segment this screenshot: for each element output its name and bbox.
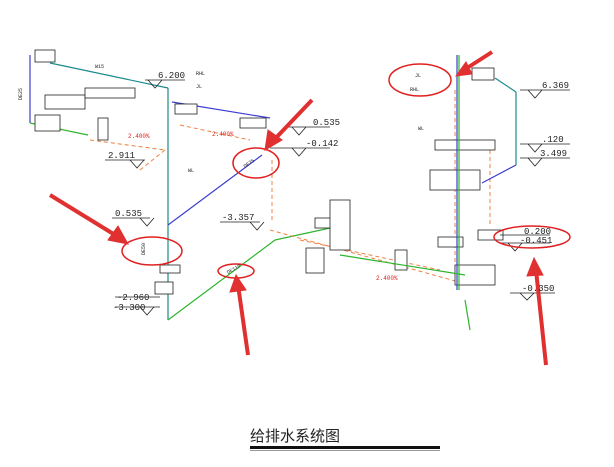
- elevation-label: -3.300: [113, 303, 145, 313]
- elevation-lines: [105, 79, 570, 316]
- elevation-label: -2.960: [117, 293, 149, 303]
- arrow-head-icon: [264, 129, 283, 151]
- elevation-label: -3.357: [222, 213, 254, 223]
- elevation-label: 6.369: [542, 81, 569, 91]
- arrow-icon: [48, 193, 122, 240]
- pipe-label-wl: WL: [188, 168, 194, 174]
- arrow-head-icon: [454, 61, 473, 77]
- elevation-label: 0.535: [115, 209, 142, 219]
- highlight-circle-vertical-labels: [121, 236, 183, 266]
- diameter-label: W15: [95, 64, 104, 70]
- slope-label: 2.400%: [128, 133, 150, 140]
- elevation-label: -0.451: [520, 236, 552, 246]
- title-underline-thin: [250, 450, 440, 451]
- fixtures: [34, 49, 504, 295]
- slope-label: 2.400%: [212, 131, 234, 138]
- arrow-head-icon: [526, 256, 544, 277]
- elevation-label: -0.350: [522, 284, 554, 294]
- elevation-label: 6.200: [158, 71, 185, 81]
- pipe-label-rhl: RHL: [410, 87, 419, 93]
- pipe-label-wl: WL: [418, 126, 424, 132]
- highlight-circle-de75: [232, 147, 280, 179]
- slope-label: 2.400%: [376, 275, 398, 282]
- highlight-circle-jl-rhl: [388, 63, 452, 97]
- diameter-label: DE75: [243, 158, 256, 170]
- highlight-circle-elevations: [493, 225, 571, 249]
- pipe-label-rhl: RHL: [196, 71, 205, 77]
- arrow-icon: [236, 284, 250, 356]
- elevation-label: 0.535: [313, 118, 340, 128]
- arrow-icon: [534, 269, 548, 366]
- diameter-label: DE50: [141, 243, 147, 255]
- diagram-title: 给排水系统图: [250, 427, 341, 445]
- title-underline: [250, 446, 440, 449]
- pipe-label-jl: JL: [196, 84, 202, 90]
- elevation-label: 2.911: [108, 151, 135, 161]
- elevation-label: 0.200: [524, 227, 551, 237]
- red-arrows: [48, 50, 548, 366]
- elevation-label: 3.499: [540, 149, 567, 159]
- elevation-label: -0.142: [306, 139, 338, 149]
- diameter-label: DE25: [18, 88, 24, 100]
- arrow-head-icon: [107, 225, 129, 245]
- highlight-circles: [121, 63, 571, 279]
- text-labels: 6.200 RHL JL WL 2.911 0.535 0.535 -0.142…: [18, 64, 569, 313]
- elevation-label: .120: [542, 135, 564, 145]
- arrow-icon: [270, 98, 314, 144]
- pipe-label-jl: JL: [415, 73, 421, 79]
- arrow-head-icon: [229, 273, 247, 293]
- right-supply-pipes: [339, 55, 517, 331]
